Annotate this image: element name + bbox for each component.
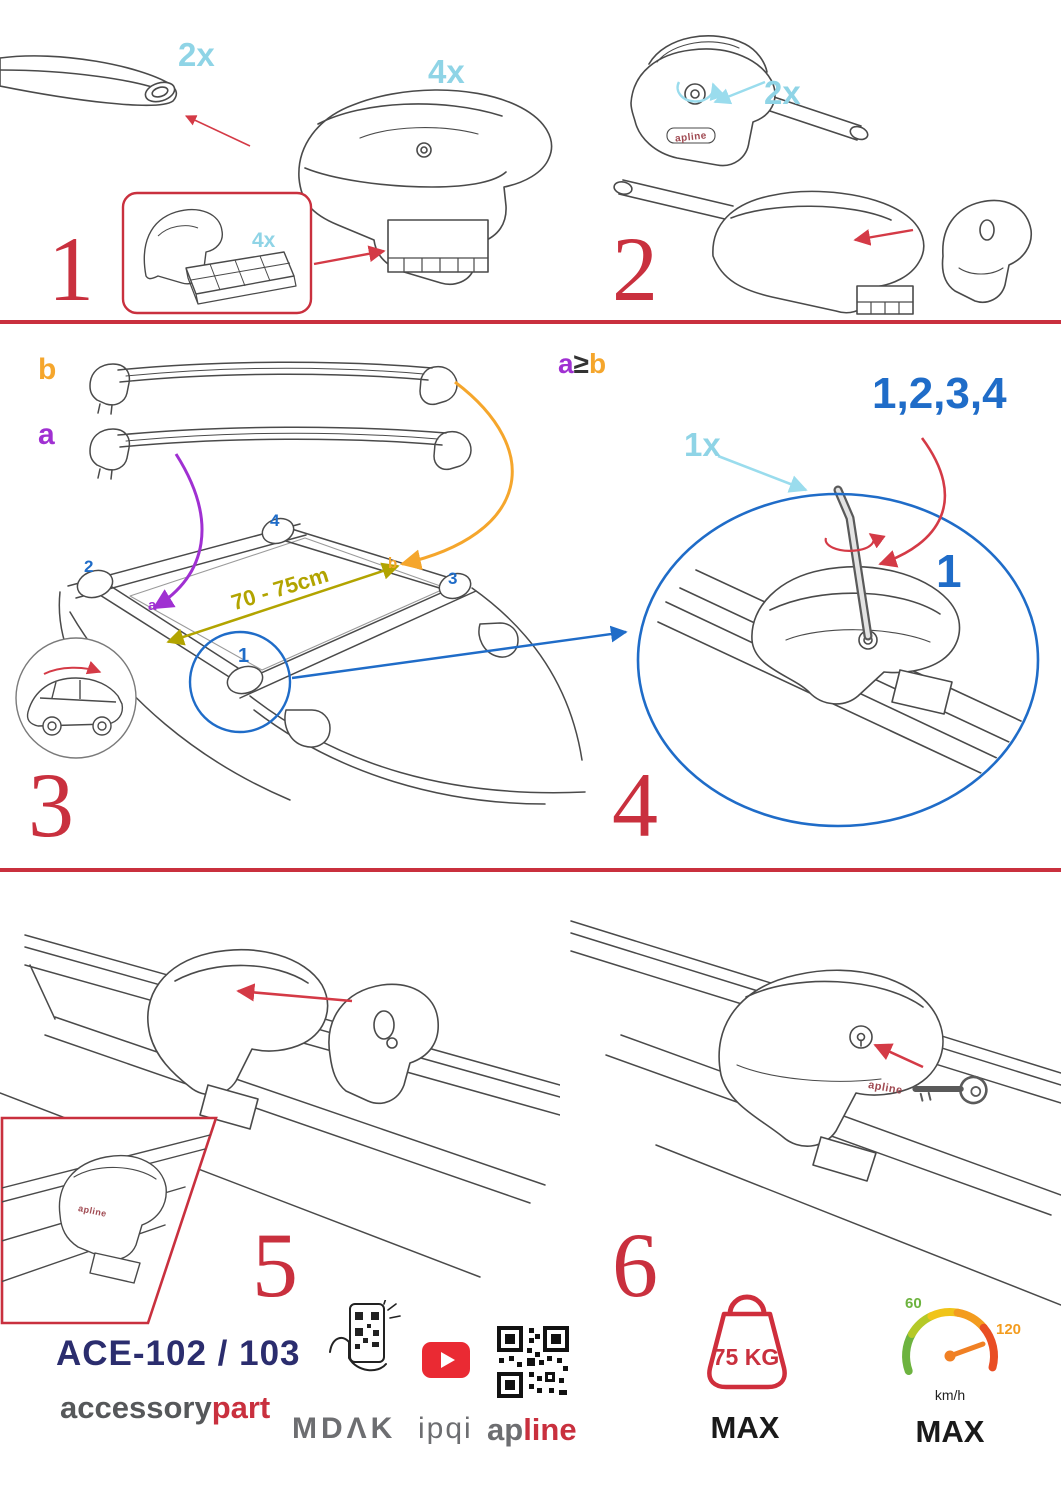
step2-lock-qty: 2x — [764, 74, 801, 111]
red-arrows — [184, 115, 386, 266]
qr-code — [497, 1326, 569, 1398]
model-number: ACE-102 / 103 — [56, 1334, 301, 1373]
section-divider-1 — [0, 320, 1061, 324]
step3-arrows — [152, 380, 628, 734]
youtube-icon — [422, 1342, 470, 1378]
section-divider-2 — [0, 868, 1061, 872]
foot-2-label: 2 — [84, 557, 94, 576]
bar-b-label: b — [38, 353, 57, 386]
magnifier-ellipse — [636, 492, 1040, 828]
step5-arrow — [236, 983, 353, 1003]
step3-drawing — [15, 361, 628, 805]
roof-a-label: a — [148, 597, 157, 614]
step4-drawing — [636, 437, 1040, 828]
foot-4-label: 4 — [270, 511, 280, 530]
step1-drawing — [0, 55, 553, 315]
step6-arrow — [873, 1043, 924, 1069]
step2-drawing — [613, 35, 1033, 315]
step-6-number: 6 — [612, 1214, 658, 1316]
step-1-number: 1 — [48, 218, 94, 320]
foot-with-lock — [718, 969, 944, 1182]
crossbar-profile — [0, 55, 178, 107]
weight-max-label: MAX — [710, 1410, 780, 1445]
rule-label: a≥b — [558, 350, 606, 378]
bar-a-label: a — [38, 418, 55, 451]
accessorypart-logo: accessorypart — [60, 1392, 270, 1423]
crossbar-a — [89, 426, 472, 480]
roof-b-label: b — [388, 555, 398, 572]
step5-drawing — [0, 934, 560, 1325]
foot-cover-install — [147, 949, 439, 1130]
step4-arrows — [717, 437, 947, 568]
key — [912, 1075, 988, 1105]
speedometer-icon — [902, 1308, 998, 1375]
step6-drawing — [570, 920, 1061, 1306]
allen-key — [833, 485, 873, 641]
ipqi-logo: ipqi — [418, 1412, 473, 1445]
step-5-number: 5 — [252, 1214, 298, 1316]
step1-bar-qty: 2x — [178, 36, 215, 73]
step1-foot-qty: 4x — [428, 53, 465, 90]
rubber-pad-inset — [121, 191, 313, 315]
apline-logo-footer: apline — [487, 1414, 577, 1445]
ap-text: ap — [487, 1412, 524, 1447]
rule-op: ≥ — [573, 348, 589, 379]
step4-key-qty: 1x — [684, 426, 721, 463]
phone-qr-icon — [329, 1300, 401, 1372]
speed-unit-label: km/h — [934, 1387, 966, 1403]
accessory-text: accessory — [60, 1390, 212, 1425]
speed-high-label: 120 — [996, 1321, 1022, 1338]
step5-inset — [0, 1116, 218, 1325]
foot-1-label: 1 — [238, 645, 250, 667]
mounting-foot — [298, 89, 553, 285]
car-inset — [15, 637, 137, 759]
foot-with-open-cover — [630, 35, 869, 167]
part-text: part — [211, 1390, 271, 1425]
magnified-foot-detail — [657, 566, 1036, 783]
tighten-sequence: 1,2,3,4 — [872, 369, 1007, 418]
line-text: line — [523, 1412, 577, 1447]
rule-a: a — [558, 348, 574, 379]
foot-3-label: 3 — [448, 569, 458, 588]
step2-arrows — [676, 80, 914, 246]
weight-value: 75 KG — [712, 1344, 780, 1370]
roof-view — [58, 517, 586, 805]
rule-b: b — [588, 348, 607, 379]
weight-limit-icon — [707, 1294, 787, 1390]
step-4-number: 4 — [612, 754, 658, 856]
speed-low-label: 60 — [905, 1295, 922, 1312]
step4-detail-number: 1 — [936, 545, 962, 597]
crossbar-b — [89, 361, 458, 415]
mdak-logo: MDΛK — [292, 1412, 397, 1445]
step1-pad-qty: 4x — [252, 229, 276, 252]
step-2-number: 2 — [612, 218, 658, 320]
step-3-number: 3 — [28, 754, 74, 856]
foot-and-cover-assembly — [613, 179, 1033, 315]
speedometer-needle — [947, 1341, 986, 1359]
speed-max-label: MAX — [915, 1414, 985, 1449]
